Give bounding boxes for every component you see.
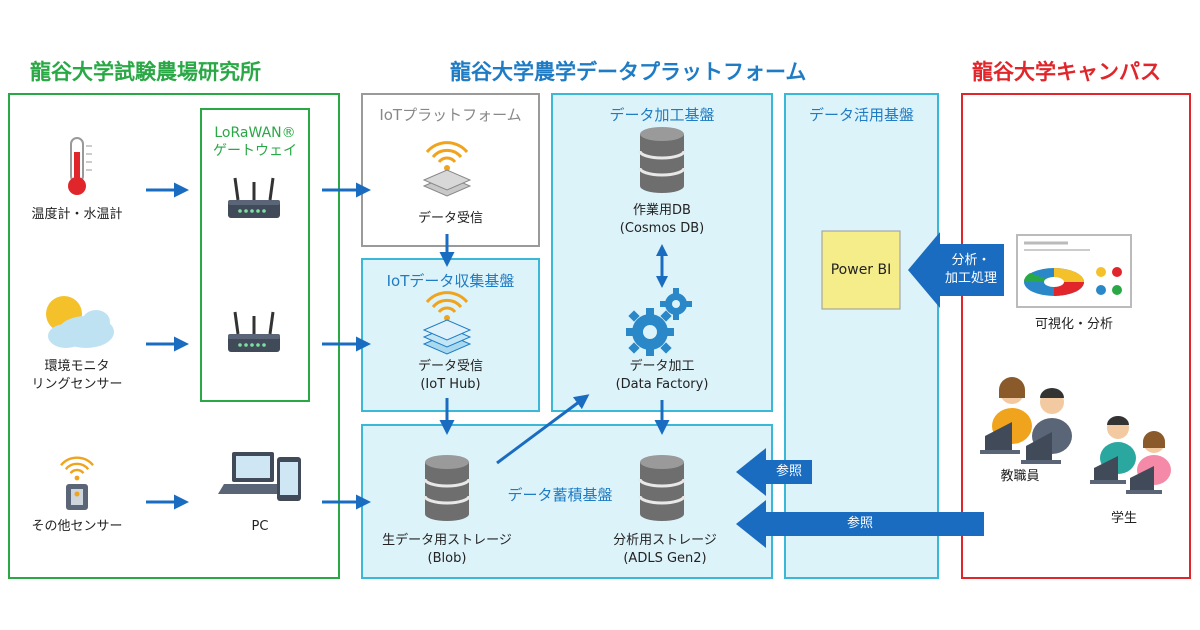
iot-collect-title: IoTデータ収集基盤	[386, 272, 515, 290]
utilization-title: データ活用基盤	[808, 106, 914, 124]
blob-label-1: 生データ用ストレージ	[382, 533, 512, 548]
arrow-reference-2	[736, 500, 984, 548]
students-icon	[1090, 416, 1171, 494]
laptop-phone-icon	[218, 452, 301, 501]
env-sensor-label-1: 環境モニタ	[44, 359, 110, 374]
other-sensor-icon	[59, 456, 95, 510]
router-icon	[226, 310, 282, 354]
utilization-panel	[784, 93, 939, 579]
analysis-processing-label-2: 加工処理	[944, 271, 997, 286]
gateway-label-2: ゲートウェイ	[213, 143, 297, 159]
iot-receive-icon	[422, 141, 472, 197]
other-sensor-label: その他センサー	[31, 519, 123, 534]
gateway-label-1: LoRaWAN®	[214, 125, 296, 141]
iot-platform-panel	[361, 93, 540, 247]
campus-panel	[961, 93, 1191, 579]
arrow-reference-1	[736, 448, 812, 496]
router-icon	[226, 176, 282, 220]
data-factory-label-1: データ加工	[629, 359, 695, 374]
storage-title: データ蓄積基盤	[507, 486, 613, 504]
iot-hub-icon	[422, 291, 472, 355]
reference-label-1: 参照	[775, 464, 802, 479]
iot-platform-title: IoTプラットフォーム	[379, 106, 522, 124]
adls-label-1: 分析用ストレージ	[613, 533, 717, 548]
students-label: 学生	[1110, 511, 1137, 526]
staff-label: 教職員	[1000, 469, 1040, 484]
arrow-analysis-powerbi	[908, 232, 1004, 308]
farm-panel	[8, 93, 340, 579]
adls-db-icon	[638, 453, 686, 523]
cosmos-db-icon	[638, 125, 686, 195]
adls-label-2: (ADLS Gen2)	[623, 551, 707, 566]
iot-platform-receive: データ受信	[417, 211, 483, 226]
iot-collect-receive-2: (IoT Hub)	[420, 377, 481, 392]
farm-heading: 龍谷大学試験農場研究所	[30, 60, 261, 84]
gateway-panel	[200, 108, 310, 402]
blob-label-2: (Blob)	[427, 551, 467, 566]
arrow-blob-processing	[496, 394, 590, 465]
powerbi-label: Power BI	[830, 262, 892, 278]
pc-label: PC	[251, 519, 269, 534]
dashboard-icon	[1016, 234, 1132, 308]
processing-title: データ加工基盤	[609, 106, 715, 124]
reference-label-2: 参照	[846, 516, 873, 531]
env-sensor-label-2: リングセンサー	[31, 377, 123, 392]
weather-icon	[46, 296, 114, 348]
thermometer-icon	[68, 137, 92, 195]
iot-collect-receive-1: データ受信	[417, 359, 483, 374]
campus-heading: 龍谷大学キャンパス	[972, 60, 1161, 84]
staff-icon	[980, 377, 1072, 464]
blob-db-icon	[423, 453, 471, 523]
cosmos-db-label-1: 作業用DB	[633, 203, 691, 218]
thermometer-label: 温度計・水温計	[31, 207, 123, 222]
visualize-label: 可視化・分析	[1034, 317, 1113, 332]
analysis-processing-label-1: 分析・	[951, 253, 991, 268]
powerbi-box	[821, 230, 901, 310]
data-factory-label-2: (Data Factory)	[615, 377, 709, 392]
platform-heading: 龍谷大学農学データプラットフォーム	[450, 60, 807, 84]
gears-icon	[626, 288, 692, 356]
cosmos-db-label-2: (Cosmos DB)	[619, 221, 705, 236]
